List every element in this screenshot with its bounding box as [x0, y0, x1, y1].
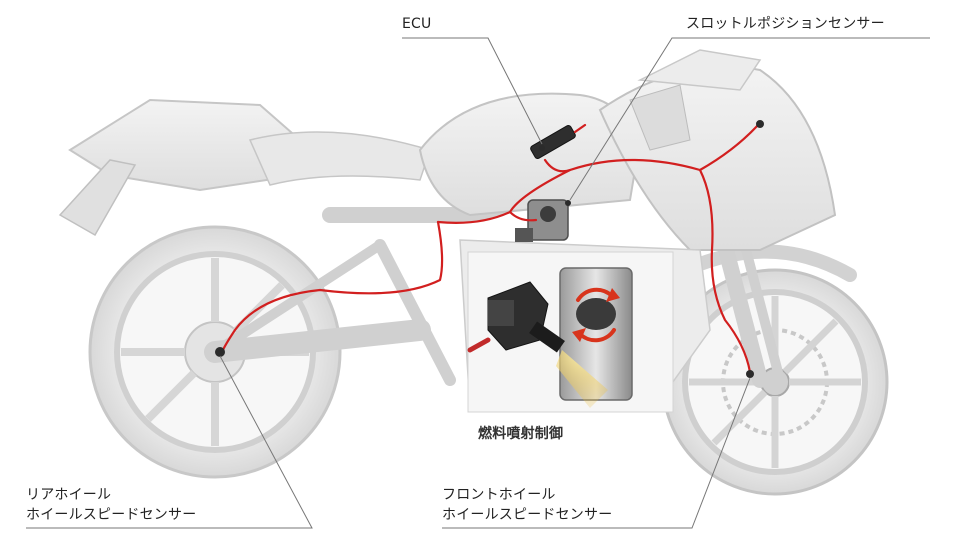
front-wheel-sensor-label-line2: ホイールスピードセンサー [442, 507, 613, 523]
throttle-position-sensor-label: スロットルポジションセンサー [686, 16, 885, 32]
fuel-injector [467, 281, 565, 353]
wiring-harness [220, 123, 760, 374]
leader-ecu [402, 37, 543, 145]
rear-wheel-sensor-label-line2: ホイールスピードセンサー [26, 507, 197, 523]
rear-wheel-sensor-label: リアホイール ホイールスピードセンサー [26, 485, 196, 525]
ecu-label: ECU [402, 16, 432, 32]
front-wheel-sensor-dot [746, 370, 754, 378]
leader-throttle [569, 37, 930, 201]
front-wheel-sensor-label-line1: フロントホイール [442, 487, 556, 503]
rotation-arrows-icon [572, 287, 620, 343]
fuel-injection-inset [467, 251, 674, 413]
fuel-injection-label: 燃料噴射制御 [478, 426, 564, 442]
leader-front [442, 377, 751, 529]
front-wheel [661, 244, 889, 496]
fuel-spray-icon [556, 350, 608, 408]
rear-wheel-sensor-label-line1: リアホイール [26, 487, 112, 503]
ecu-dot [539, 145, 545, 151]
front-wheel-sensor-label: フロントホイール ホイールスピードセンサー [442, 485, 612, 525]
leader-lines [26, 37, 930, 529]
throttle-sensor-dot [565, 200, 571, 206]
rear-wheel-sensor-dot [215, 347, 225, 357]
front-sensor-top-dot [756, 120, 764, 128]
sensor-markers [215, 120, 764, 378]
leader-rear [26, 355, 313, 529]
front-fairing [598, 49, 837, 251]
